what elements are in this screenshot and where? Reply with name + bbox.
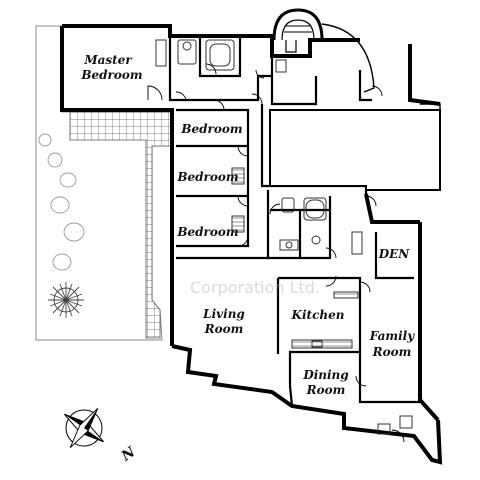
dining-room-label: Dining — [302, 368, 348, 382]
room-labels: Master Bedroom Bedroom Bedroom Bedroom D… — [80, 53, 415, 397]
compass-rose-icon — [63, 408, 105, 448]
master-bedroom-label-2: Bedroom — [80, 68, 142, 82]
watermark: Corporation Ltd. — [190, 278, 320, 297]
family-room-label-2: Room — [372, 345, 412, 359]
bedroom-1-label: Bedroom — [180, 122, 242, 136]
kitchen-label: Kitchen — [291, 308, 345, 322]
family-room-label: Family — [369, 329, 415, 343]
compass: N — [63, 408, 139, 466]
stepping-stones — [38, 133, 85, 271]
door-swings — [147, 63, 405, 443]
bedroom-2-label: Bedroom — [176, 170, 238, 184]
living-room-label-2: Room — [204, 322, 244, 336]
compass-north-label: N — [118, 444, 139, 466]
shrub-icon — [48, 282, 84, 318]
fixtures — [155, 39, 413, 435]
bedroom-3-label: Bedroom — [176, 225, 238, 239]
living-room-label: Living — [202, 307, 245, 321]
dining-room-label-2: Room — [306, 383, 346, 397]
master-bedroom-label: Master — [83, 53, 133, 67]
den-label: DEN — [378, 247, 411, 261]
light-well — [269, 103, 441, 191]
